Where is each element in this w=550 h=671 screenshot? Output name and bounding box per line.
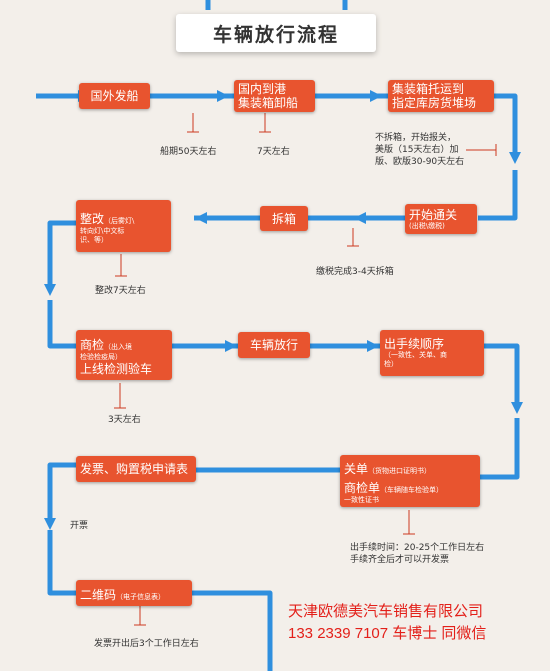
step-inspection: 商检（出入境 检验检疫局） 上线检测验车: [76, 330, 172, 380]
step-row: 二维码（电子信息表）: [80, 584, 188, 603]
arrowhead: [367, 340, 379, 352]
step-label: 车辆放行: [249, 338, 298, 352]
note-unload-time: 7天左右: [257, 147, 290, 157]
step-yard-transport: 集装箱托运到 指定库房货堆场: [388, 80, 494, 112]
note-paperwork-time: 出手续时间：20-25个工作日左右 手续齐全后才可以开发票: [350, 542, 484, 566]
step-label: 集装箱卸船: [238, 96, 299, 110]
note-invoice: 开票: [70, 521, 89, 531]
step-label: 整改: [80, 211, 105, 226]
step-label: 二维码: [80, 587, 117, 602]
step-ship-abroad: 国外发船: [79, 83, 150, 109]
note-stem: [114, 383, 126, 409]
step-sublabel: 一致性证书: [344, 495, 379, 504]
step-sublabel: （车辆随车检验单）: [380, 485, 444, 494]
step-label: 开始通关: [409, 207, 458, 222]
arrowhead: [217, 90, 229, 102]
note-line: 手续齐全后才可以开发票: [350, 555, 450, 565]
arrowhead: [195, 212, 207, 224]
step-paperwork-order: 出手续顺序 （一致性、关单、商 检）: [380, 330, 484, 376]
note-rectify-time: 整改7天左右: [95, 286, 146, 296]
note-qr-time: 发票开出后3个工作日左右: [94, 639, 199, 649]
step-row: 商检单（车辆随车检验单）: [344, 477, 476, 496]
step-rectify: 整改（后雾灯\ 转向灯\中文标 识、等）: [76, 200, 171, 252]
step-row: 关单（货物进口证明书）: [344, 458, 476, 477]
step-label: 发票、购置税申请表: [80, 462, 189, 476]
step-label: 商检单: [344, 480, 381, 495]
step-customs-start: 开始通关 (出税\缴税): [405, 204, 477, 234]
note-inspection-time: 3天左右: [108, 415, 141, 425]
step-row: 商检（出入境: [80, 334, 168, 353]
note-line: 出手续时间：20-25个工作日左右: [350, 543, 485, 553]
arrowhead: [225, 340, 237, 352]
note-line: 版、欧版30-90天左右: [375, 157, 465, 167]
step-release: 车辆放行: [238, 332, 310, 358]
step-sublabel: （电子信息表）: [116, 592, 166, 601]
arrowhead: [354, 212, 366, 224]
step-sublabel: （出入境: [104, 343, 133, 351]
step-sublabel: （后雾灯\: [104, 216, 135, 225]
note-line: 不拆箱，开始报关，: [375, 133, 457, 143]
company-info: 天津欧德美汽车销售有限公司 133 2339 7107 车博士 同微信: [288, 601, 486, 645]
step-label: 指定库房货堆场: [392, 96, 477, 110]
note-stem: [134, 603, 146, 626]
step-label: 商检: [80, 338, 105, 352]
step-sublabel: （一致性、关单、商: [384, 351, 447, 359]
step-label: 国外发船: [90, 89, 139, 103]
step-label: 国内到港: [238, 82, 287, 96]
step-row: 整改（后雾灯\: [80, 208, 167, 227]
step-sublabel: 检验检疫局）: [80, 353, 122, 361]
step-label: 出手续顺序: [384, 337, 445, 351]
note-stem: [259, 113, 271, 133]
note-unpack-time: 缴税完成3-4天拆箱: [316, 267, 394, 277]
note-stem: [115, 254, 127, 277]
arrowhead: [370, 90, 382, 102]
flow-line-left-down-2: [47, 300, 76, 349]
step-sublabel: 检）: [384, 360, 398, 368]
arrowhead: [511, 402, 523, 414]
note-customs-time: 不拆箱，开始报关， 美版（15天左右）加 版、欧版30-90天左右: [375, 132, 464, 168]
step-label: 关单: [344, 461, 369, 476]
step-label: 拆箱: [271, 211, 296, 226]
page-title: 车辆放行流程: [176, 14, 376, 52]
step-sublabel: 识、等）: [80, 235, 108, 244]
note-stem: [347, 228, 359, 247]
flow-line-right-down-1: [478, 170, 518, 221]
step-qr-code: 二维码（电子信息表）: [76, 580, 192, 606]
company-name: 天津欧德美汽车销售有限公司: [288, 603, 484, 620]
step-documents: 关单（货物进口证明书） 商检单（车辆随车检验单） 一致性证书: [340, 455, 480, 507]
note-shipping-time: 船期50天左右: [160, 147, 217, 157]
step-invoice: 发票、购置税申请表: [76, 456, 196, 482]
note-line: 美版（15天左右）加: [375, 145, 459, 155]
flow-line-left-down-1: [47, 220, 76, 284]
flow-line-row1: [36, 93, 518, 152]
step-label: 上线检测验车: [80, 362, 153, 376]
flow-line-row3: [76, 343, 520, 402]
note-stem: [466, 144, 497, 156]
arrowhead: [44, 518, 56, 530]
arrowhead: [44, 284, 56, 296]
step-sublabel: （货物进口证明书）: [368, 466, 432, 475]
step-sublabel: 转向灯\中文标: [80, 226, 125, 235]
step-port-arrival: 国内到港 集装箱卸船: [234, 80, 315, 112]
note-stem: [187, 113, 199, 133]
flow-line-left-down-3: [47, 462, 76, 518]
step-sublabel: (出税\缴税): [409, 221, 445, 230]
step-label: 集装箱托运到: [392, 82, 465, 96]
step-unpack: 拆箱: [260, 206, 308, 231]
company-contact: 133 2339 7107 车博士 同微信: [288, 625, 487, 642]
arrowhead: [509, 152, 521, 164]
flow-line-left-down-4: [47, 530, 76, 596]
flow-line-right-down-2: [480, 418, 520, 480]
note-stem: [403, 510, 415, 535]
